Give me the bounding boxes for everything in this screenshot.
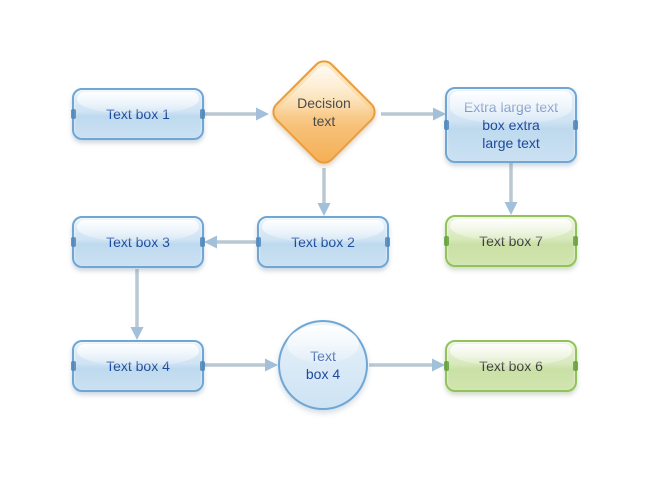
node-text-box-6[interactable]: Text box 6 [444,340,578,392]
connector-anchor-right [200,361,205,371]
connector-box4-to-circle[interactable] [204,358,278,372]
connector-anchor-left [71,361,76,371]
connector-anchor-right [200,109,205,119]
connector-anchor-right [573,120,578,130]
connector-anchor-left [444,236,449,246]
node-label: Text box 4 [106,358,170,374]
node-text-box-7[interactable]: Text box 7 [444,215,578,267]
connector-extra-to-box7[interactable] [504,163,518,215]
connector-anchor-right [200,237,205,247]
node-extra-large-text-box[interactable]: Extra large text box extra large text [444,87,578,163]
node-text-box-4[interactable]: Text box 4 [71,340,205,392]
connector-anchor-right [385,237,390,247]
node-label: Text box 6 [479,358,543,374]
node-text-box-2[interactable]: Text box 2 [256,216,390,268]
connector-anchor-left [256,237,261,247]
node-text-box-1[interactable]: Text box 1 [71,88,205,140]
connector-anchor-left [444,361,449,371]
node-label: Decision text [297,95,351,129]
connector-decision-to-box2[interactable] [317,168,331,216]
connector-box1-to-decision[interactable] [204,107,269,121]
node-decision[interactable]: Decision text [267,55,381,169]
connector-anchor-left [71,109,76,119]
connector-anchor-left [444,120,449,130]
node-label: Text box 3 [106,234,170,250]
connector-box3-to-box4[interactable] [130,269,144,340]
node-text-box-3[interactable]: Text box 3 [71,216,205,268]
node-label: Text box 7 [479,233,543,249]
node-label: Extra large text [463,99,559,115]
connector-anchor-right [573,236,578,246]
node-label: Text [310,348,336,364]
connector-anchor-left [71,237,76,247]
connector-circle-to-box6[interactable] [369,358,445,372]
node-label: Text box 1 [106,106,170,122]
node-label: Text box 2 [291,234,355,250]
connector-decision-to-extra[interactable] [381,107,446,121]
connector-box2-to-box3[interactable] [204,235,256,249]
connector-anchor-right [573,361,578,371]
node-text-box-4-circle[interactable]: Text box 4 [278,320,368,410]
